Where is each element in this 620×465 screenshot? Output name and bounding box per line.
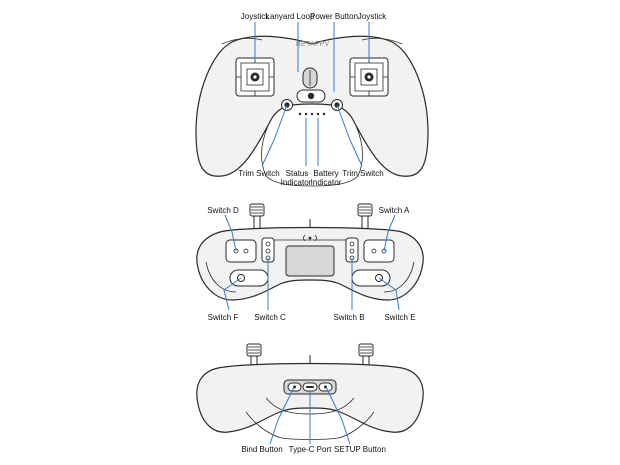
switch-d[interactable] bbox=[225, 239, 257, 263]
left-joystick[interactable] bbox=[235, 57, 275, 97]
label-switch-c: Switch C bbox=[254, 313, 286, 322]
switch-f[interactable] bbox=[229, 269, 269, 287]
bottom-view: Bind Button Type-C Port SETUP Button bbox=[196, 343, 424, 454]
left-stick-shaft-bottom bbox=[246, 343, 262, 367]
switch-c[interactable] bbox=[261, 237, 275, 263]
bind-button[interactable] bbox=[287, 382, 302, 392]
brand-logo: BETAFPV bbox=[296, 41, 330, 48]
switch-e[interactable] bbox=[351, 269, 391, 287]
label-switch-d: Switch D bbox=[207, 206, 239, 215]
label-joystick-left: Joystick bbox=[241, 12, 270, 21]
right-joystick[interactable] bbox=[349, 57, 389, 97]
top-view: BETAFPV bbox=[195, 12, 429, 187]
label-bind-button: Bind Button bbox=[241, 445, 282, 454]
type-c-port[interactable] bbox=[302, 382, 318, 392]
wireless-icon bbox=[303, 234, 317, 242]
label-status-indicator-2: Indicator bbox=[281, 178, 312, 187]
front-leader-lines bbox=[223, 214, 400, 311]
label-trim-switch-right: Trim Switch bbox=[342, 169, 383, 178]
label-switch-b: Switch B bbox=[333, 313, 364, 322]
setup-button[interactable] bbox=[318, 382, 333, 392]
label-type-c-port: Type-C Port bbox=[289, 445, 332, 454]
bottom-leader-lines bbox=[269, 386, 351, 445]
indicator-leds bbox=[298, 112, 326, 116]
label-joystick-right: Joystick bbox=[358, 12, 387, 21]
label-battery-indicator-2: Indicator bbox=[311, 178, 342, 187]
label-trim-switch-left: Trim Switch bbox=[238, 169, 279, 178]
power-button[interactable] bbox=[296, 89, 326, 103]
label-switch-f: Switch F bbox=[208, 313, 239, 322]
left-stick-shaft bbox=[249, 203, 265, 231]
right-stick-shaft-bottom bbox=[358, 343, 374, 367]
switch-b[interactable] bbox=[345, 237, 359, 263]
label-lanyard-loop: Lanyard Loop bbox=[266, 12, 315, 21]
label-power-button: Power Button bbox=[310, 12, 358, 21]
switch-a[interactable] bbox=[363, 239, 395, 263]
lanyard-loop bbox=[302, 67, 318, 89]
label-setup-button: SETUP Button bbox=[334, 445, 386, 454]
top-view-body bbox=[195, 35, 429, 177]
label-battery-indicator-1: Battery bbox=[313, 169, 338, 178]
right-stick-shaft bbox=[357, 203, 373, 231]
front-view: Switch D Switch A Switch F Switch C Swit… bbox=[196, 203, 424, 322]
label-switch-a: Switch A bbox=[379, 206, 410, 215]
center-display bbox=[285, 245, 335, 277]
label-status-indicator-1: Status bbox=[286, 169, 309, 178]
label-switch-e: Switch E bbox=[384, 313, 415, 322]
top-leader-lines bbox=[254, 22, 370, 167]
